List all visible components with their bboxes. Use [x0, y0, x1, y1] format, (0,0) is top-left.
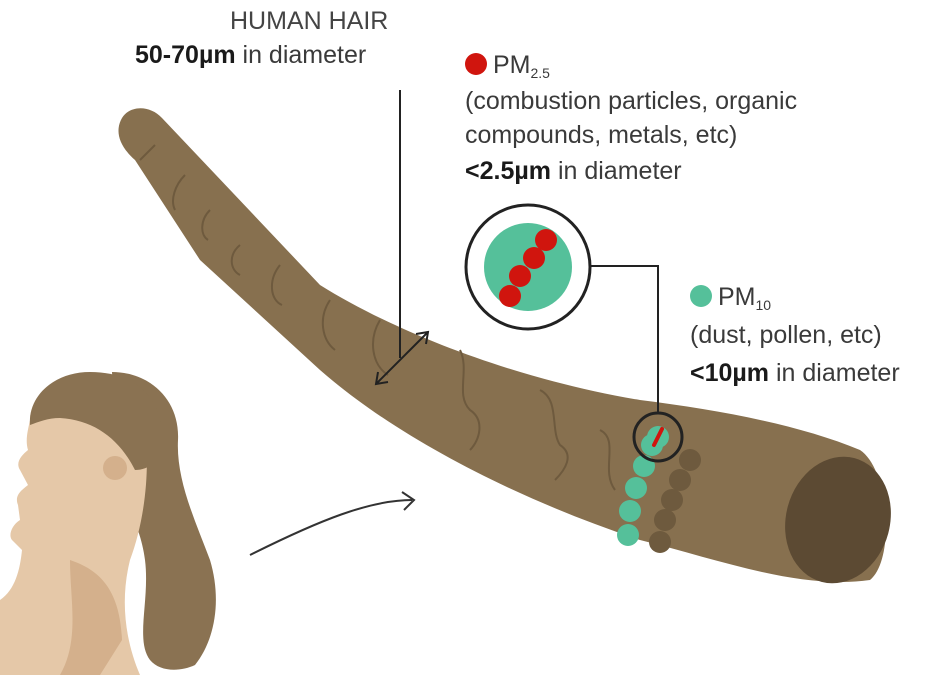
curved-arrow: [250, 500, 412, 555]
pm25-subscript: 2.5: [531, 65, 550, 81]
hair-diameter-unit: in diameter: [236, 41, 367, 69]
hair-diameter-value: 50-70µm: [135, 41, 236, 69]
pm25-size-unit: in diameter: [551, 157, 682, 185]
pm10-heading: PM10: [690, 282, 771, 320]
pm10-size-value: <10µm: [690, 359, 769, 387]
ear: [103, 456, 127, 480]
pm25-name: PM: [493, 51, 531, 79]
pm10-size-unit: in diameter: [769, 359, 900, 387]
pm10-desc-line1: (dust, pollen, etc): [690, 320, 882, 350]
pm25-size-value: <2.5µm: [465, 157, 551, 185]
pm10-subscript: 10: [756, 297, 772, 313]
hair-title: HUMAN HAIR: [230, 6, 388, 36]
woman-silhouette: [0, 372, 216, 675]
pm25-size-label: <2.5µm in diameter: [465, 156, 682, 186]
pm10-name: PM: [718, 283, 756, 311]
pm25-heading: PM2.5: [465, 50, 550, 88]
magnifier-connector: [590, 266, 658, 413]
pm25-legend-dot: [465, 53, 487, 75]
pm25-desc-line1: (combustion particles, organic: [465, 86, 797, 116]
hair-diameter-label: 50-70µm in diameter: [135, 40, 366, 70]
pm25-desc-line2: compounds, metals, etc): [465, 120, 737, 150]
pm10-legend-dot: [690, 285, 712, 307]
pm10-size-label: <10µm in diameter: [690, 358, 900, 388]
